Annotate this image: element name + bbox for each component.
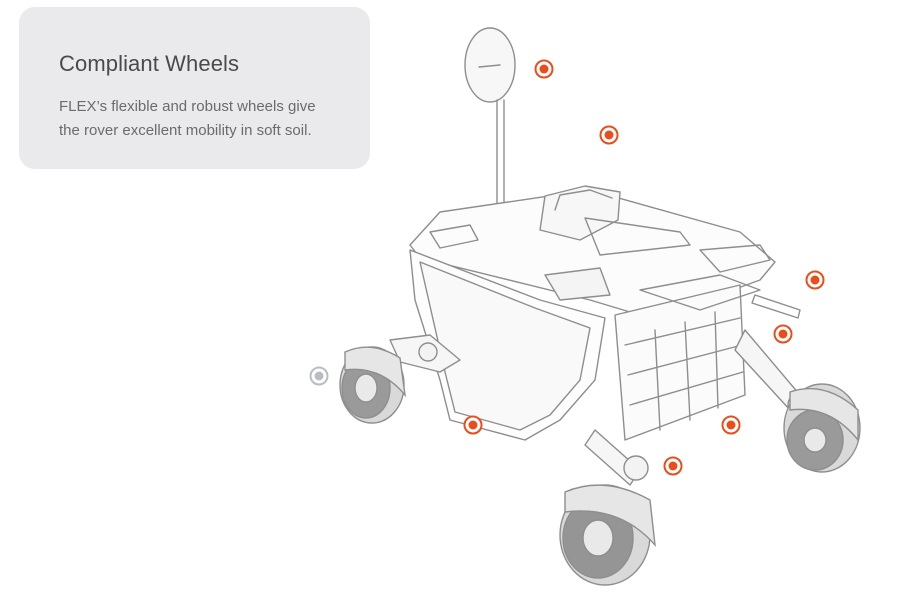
hotspot-cargo-deck[interactable] [721,415,741,435]
hotspot-antenna[interactable] [534,59,554,79]
hotspot-front-axle[interactable] [663,456,683,476]
card-title: Compliant Wheels [59,51,240,76]
hotspot-mast[interactable] [599,125,619,145]
card-description: FLEX’s flexible and robust wheels give t… [59,98,316,139]
hotspot-side-arm[interactable] [773,324,793,344]
hotspot-front-panel[interactable] [463,415,483,435]
hotspot-front-left-wheel-active[interactable] [309,366,329,386]
hotspot-rear-right[interactable] [805,270,825,290]
info-card: Compliant Wheels FLEX’s flexible and rob… [19,7,370,169]
